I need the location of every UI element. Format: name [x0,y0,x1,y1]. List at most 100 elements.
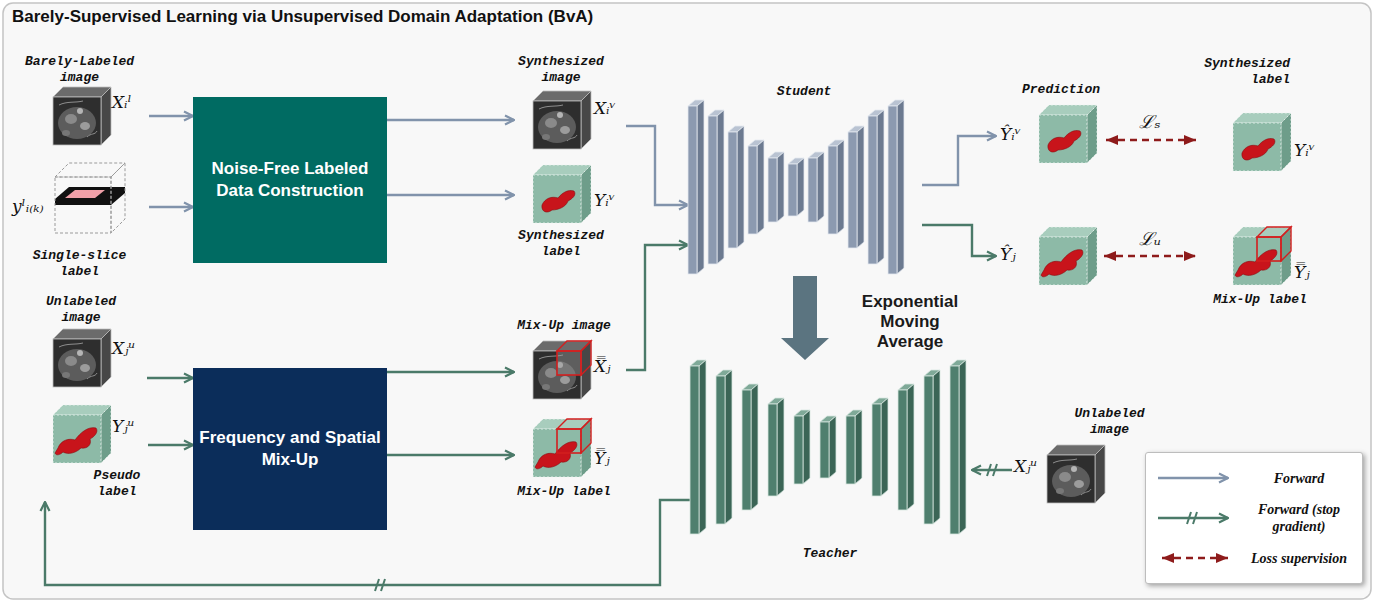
tissue [542,384,550,390]
forward-arrow [149,206,193,208]
volume-face [101,329,111,387]
volume-face [797,158,804,216]
math-symbol: yˡᵢ₍ₖ₎ [12,196,44,216]
network-layer [742,384,758,510]
volume-face [1281,113,1291,171]
network-layer [924,370,940,524]
tissue [545,368,557,378]
forward-arrow [922,136,996,185]
volume [533,341,591,399]
legend-row: Forward (stop gradient) [1146,498,1362,538]
volume-face [581,419,591,477]
legend-sample [1154,466,1236,490]
volume-face [1039,115,1087,163]
volume-face [877,110,884,264]
network-layer [794,410,810,484]
image-node: Mix-Up imageX̿ⱼ [514,316,626,408]
volume-face [65,190,105,198]
organ-mask [1242,138,1275,160]
math-symbol: Yᵢᵛ [1294,140,1315,160]
network-layer [828,140,844,234]
tissue [80,122,90,130]
tissue [539,105,577,141]
forward-arrow [147,377,193,379]
tissue [1056,488,1064,494]
volume-face [101,405,111,463]
ema-arrow [781,276,829,360]
volume-face [1281,227,1291,261]
volume [533,91,591,149]
image-node: Single-slice label yˡᵢ₍ₖ₎ [12,160,149,282]
network: Teacher [690,360,972,566]
volume-face [53,415,101,463]
volume-face [717,110,724,264]
volume-face [742,390,751,510]
image-node: Synthesized labelYᵢᵛ [514,164,626,270]
tissue [1059,472,1071,482]
network-label: Student [688,84,920,100]
math-symbol: Ŷᵢᵛ [1000,124,1021,144]
network-layer [848,126,864,248]
volume-face [1047,455,1095,503]
tissue [1071,466,1077,472]
tissue [59,343,97,379]
image-node: PredictionŶᵢᵛ [996,80,1106,172]
math-symbol: Xⱼᵘ [112,338,135,358]
tissue [538,111,576,143]
volume-face [933,370,940,524]
node-heading: Single-slice label [12,248,147,280]
volume-face [751,384,758,510]
ct-volume [52,328,113,389]
node-heading: Pseudo label [88,468,146,500]
volume-face [907,384,914,510]
process-box: Frequency and Spatial Mix-Up [193,368,387,530]
volume-face [829,416,836,478]
frame-border [3,3,1371,599]
network: Student [688,78,922,276]
volume [53,87,111,145]
image-node: Synthesized imageXᵢᵛ [514,52,626,150]
edge-label: ℒₛ [1128,112,1172,132]
loss-arrow [1106,139,1196,141]
image-node: Ŷⱼ [996,222,1104,288]
network-layer [768,398,784,496]
network-layer [820,416,836,478]
network-layer [728,126,744,248]
network-layer [868,110,884,264]
tissue [62,130,70,136]
organ-mask [1235,250,1277,277]
volume-face [748,146,757,234]
mix-region [1257,237,1281,261]
volume-face [111,163,125,233]
legend-text: Forward (stop gradient) [1240,501,1358,535]
volume-face [837,140,844,234]
network-layer [898,384,914,510]
volume [1039,105,1097,163]
forward-arrow [387,194,514,196]
legend-line [1158,477,1228,479]
volume-face [716,376,725,524]
legend-text: Loss supervision [1240,550,1358,567]
forward-arrow [148,444,193,446]
image-node: Unlabeled imageXⱼᵘ [12,292,147,390]
volume-face [533,351,581,399]
organ-mask [55,428,97,455]
volume-face [55,187,125,205]
image-node: Pseudo labelYⱼᵘ [12,402,148,502]
mix-region [557,351,581,375]
volume-face [777,152,784,222]
node-heading: Unlabeled image [31,294,131,326]
tissue [1074,480,1084,488]
network-layer [688,100,704,274]
tissue [59,101,97,137]
volume-face [794,416,803,484]
tissue [65,356,77,366]
node-heading: Mix-Up image [514,318,614,334]
image-node: Barely-Labeled imageXᵢˡ [12,52,149,148]
tissue [1053,459,1091,495]
edge-label: Exponential Moving Average [848,292,972,352]
image-node: Mix-Up labelY̿ⱼ [1196,222,1326,322]
slice-cube [55,163,125,233]
math-symbol: Xᵢᵛ [594,98,616,118]
volume-face [817,152,824,222]
